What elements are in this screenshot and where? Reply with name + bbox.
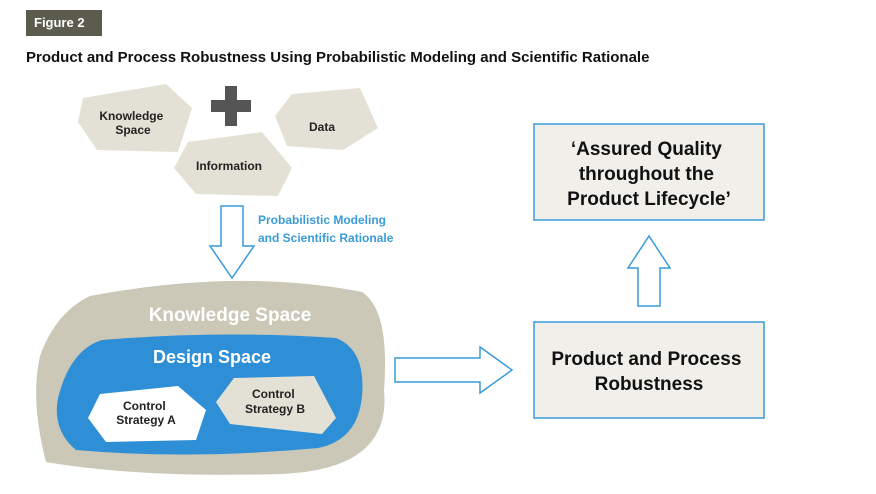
control-strategy-a-label: Control Strategy A xyxy=(116,399,176,427)
control-strategy-b-label: Control Strategy B xyxy=(245,387,305,416)
data-stone-label: Data xyxy=(309,120,335,134)
knowledge-space-stone xyxy=(78,84,192,152)
information-stone-label: Information xyxy=(196,159,262,173)
figure-label: Figure 2 xyxy=(26,10,102,36)
control-strategy-b xyxy=(216,376,336,434)
figure-title: Product and Process Robustness Using Pro… xyxy=(26,49,650,66)
control-strategy-a xyxy=(88,386,206,442)
right-arrow xyxy=(394,345,514,395)
data-stone xyxy=(275,88,378,150)
process-label: Probabilistic Modeling and Scientific Ra… xyxy=(258,213,394,245)
knowledge-space-stone-label: Knowledge Space xyxy=(99,109,166,137)
information-stone xyxy=(174,132,292,196)
up-arrow xyxy=(626,234,672,307)
robustness-label: Product and Process Robustness xyxy=(551,349,746,395)
knowledge-space-region-label: Knowledge Space xyxy=(149,305,312,326)
plus-icon xyxy=(211,86,251,126)
robustness-box xyxy=(533,321,765,419)
design-space-region-label: Design Space xyxy=(153,347,271,367)
assured-quality-box xyxy=(533,123,765,221)
assured-quality-label: ‘Assured Quality throughout the Product … xyxy=(567,139,731,210)
down-arrow xyxy=(208,205,256,280)
